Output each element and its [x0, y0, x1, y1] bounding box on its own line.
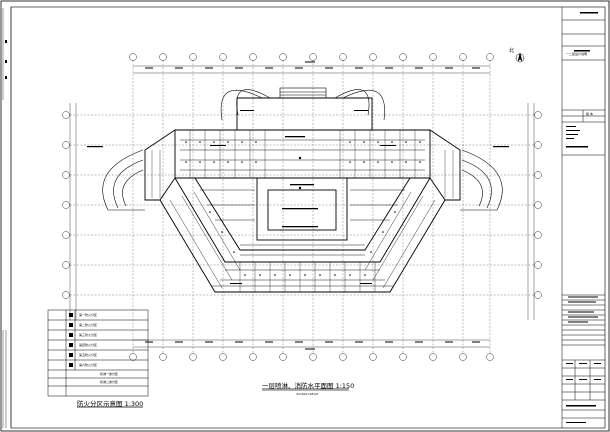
north-arrow-icon [515, 52, 525, 63]
legend-row-label: 第一防火分区 [79, 313, 98, 317]
legend-title: 防火分区示意图 1:300 [77, 400, 144, 408]
entrance-canopy [220, 87, 385, 121]
title-block-project: 一二层设计说明 [566, 52, 588, 56]
left-margin-marks [5, 40, 7, 79]
building-outline [144, 97, 461, 293]
grid-axis-lines [70, 60, 534, 353]
title-block [561, 7, 605, 428]
left-curved-wing [102, 149, 145, 211]
legend-row-label: 第二防火分区 [79, 323, 98, 327]
legend-swatches [69, 313, 73, 367]
wing-diagonal-pipes [169, 191, 436, 289]
title-block-revision: 版 本 [586, 112, 593, 116]
north-label: 北 [509, 48, 515, 54]
legend-row-label: 第三防火分区 [79, 333, 98, 337]
legend-row-label: 第五防火分区 [79, 353, 98, 357]
sprinkler-heads [185, 141, 421, 276]
binding-margin [2, 7, 12, 428]
grid-axis-bubbles [62, 53, 542, 361]
legend-row-label: 第六防火分区 [79, 363, 98, 367]
sheet-inner-border [10, 6, 606, 429]
pipe-risers [151, 130, 454, 292]
top-dimension-lines [69, 65, 535, 348]
legend-row-label: 第四防火分区 [79, 343, 98, 347]
right-curved-wing [460, 149, 503, 211]
fire-zone-legend-table [47, 309, 149, 397]
dimension-ticks [145, 61, 480, 350]
elevation-note: ±0.000=28.00 [296, 392, 319, 396]
legend-row-label: 喷淋二类分区 [100, 380, 119, 384]
title-block-tiny-text [566, 12, 601, 423]
room-label-marks [87, 110, 509, 284]
sprinkler-pipe-network [180, 139, 425, 287]
drawing-title-underline [77, 388, 349, 408]
legend-row-label: 喷淋一类分区 [100, 372, 119, 376]
drawing-title: 一层喷淋、消防水平面图 1:150 [262, 382, 355, 390]
